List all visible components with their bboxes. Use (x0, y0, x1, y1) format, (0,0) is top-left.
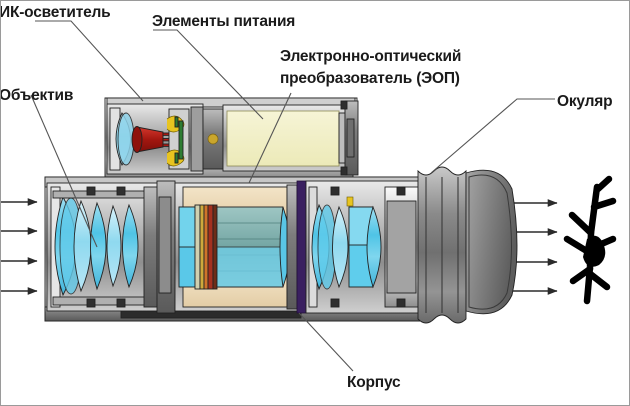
objective-assembly (46, 182, 160, 312)
label-image-intensifier-line2: преобразователь (ЭОП) (280, 70, 460, 87)
eyecup (465, 169, 518, 315)
eyepiece-contact (346, 196, 354, 207)
contact-springs (166, 115, 185, 167)
label-eyepiece: Окуляр (557, 93, 613, 110)
tube-layer-orange (203, 204, 209, 290)
objective-element-4 (106, 204, 122, 288)
tube-layer-red (207, 204, 214, 290)
battery-cell (226, 110, 340, 167)
ir-illuminator-module (106, 103, 204, 175)
eyepiece-element-4 (366, 205, 382, 289)
battery-compartment (222, 104, 346, 172)
tube-layer-1 (194, 204, 201, 290)
eyepiece-element-2 (332, 205, 349, 289)
eyecup-bellows (417, 166, 518, 324)
label-objective: Объектив (0, 87, 74, 104)
battery-contact (207, 133, 219, 145)
image-intensifier-tube (174, 182, 302, 312)
leader-eyepiece (430, 98, 555, 174)
leader-image-intensifier (248, 92, 292, 184)
label-image-intensifier: Электронно-оптический преобразователь (Э… (280, 46, 530, 90)
tube-layer-yellow (199, 204, 205, 290)
eyepiece-assembly (305, 180, 419, 314)
label-ir-illuminator: ИК-осветитель (0, 4, 111, 21)
light-in-arrows (1, 198, 38, 295)
tree-trunk-mass (583, 235, 606, 267)
leader-power-cells (153, 29, 264, 120)
objective-element-3 (90, 201, 107, 291)
high-voltage-ring (296, 180, 307, 314)
label-image-intensifier-line1: Электронно-оптический (280, 48, 462, 65)
leader-objective (30, 94, 98, 248)
mid-connector (156, 180, 176, 314)
tube-layer-dark (212, 204, 218, 290)
objective-element-5 (122, 203, 139, 289)
leader-housing (298, 312, 354, 372)
upper-barrel-assembly (104, 97, 359, 178)
label-housing: Корпус (347, 374, 401, 391)
leader-ir-illuminator (35, 20, 144, 102)
leader-lines (30, 20, 555, 372)
label-power-cells: Элементы питания (152, 13, 296, 30)
